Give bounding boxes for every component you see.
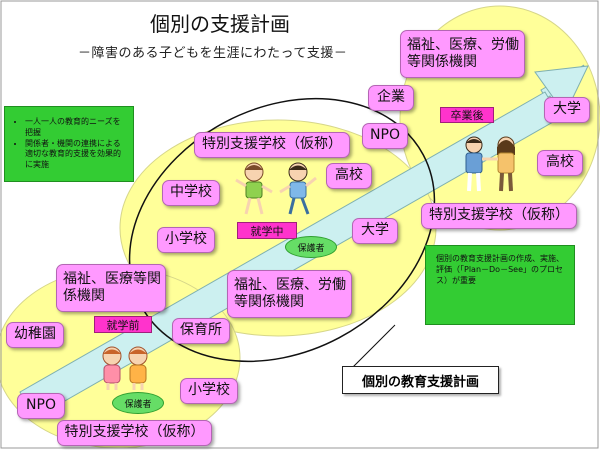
protector-label-school: 保護者 (285, 236, 337, 258)
box-post-highschool: 高校 (537, 150, 583, 176)
stage-label-school: 就学中 (237, 222, 297, 239)
protector-label-preschool: 保護者 (112, 392, 164, 414)
page-subtitle: －障害のある子どもを生涯にわたって支援－ (78, 46, 348, 61)
people-icon (465, 136, 515, 192)
box-post-welfare: 福祉、医療、労働等関係機関 (400, 30, 525, 78)
box-pre-elementary: 小学校 (180, 378, 238, 404)
box-mid-university: 大学 (352, 218, 398, 244)
children-icon (235, 162, 317, 215)
note-right-line1: 個別の教育支援計画の作成、実施、評価（「Plan－Do－See」のプロセス）が重… (436, 254, 564, 285)
box-pre-npo: NPO (17, 393, 65, 419)
box-mid-special-school: 特別支援学校（仮称） (194, 132, 350, 158)
box-pre-nursery: 保育所 (172, 318, 230, 344)
note-left: 一人一人の教育的ニーズを把握 関係者・機関の連携による適切な教育的支援を効果的に… (4, 106, 134, 182)
box-mid-juniorhigh: 中学校 (162, 180, 220, 206)
stage-label-postgrad: 卒業後 (440, 107, 494, 123)
lifetime-arrow-head (534, 65, 589, 115)
box-mid-elementary: 小学校 (157, 227, 215, 253)
toddlers-icon (102, 346, 148, 390)
page-title: 個別の支援計画 (150, 12, 290, 36)
box-post-npo: NPO (362, 123, 408, 149)
plan-label: 個別の教育支援計画 (342, 366, 499, 394)
box-post-special-school: 特別支援学校（仮称） (421, 203, 577, 229)
box-post-university: 大学 (544, 97, 590, 123)
note-left-line2: 関係者・機関の連携による適切な教育的支援を効果的に実施 (25, 139, 127, 171)
box-mid-welfare: 福祉、医療、労働等関係機関 (227, 270, 352, 318)
note-right: 個別の教育支援計画の作成、実施、評価（「Plan－Do－See」のプロセス）が重… (425, 245, 575, 325)
box-pre-kindergarten: 幼稚園 (6, 322, 64, 348)
stage-label-preschool: 就学前 (94, 316, 152, 333)
box-mid-highschool: 高校 (326, 163, 372, 189)
box-pre-welfare: 福祉、医療等関係機関 (56, 264, 166, 312)
box-post-company: 企業 (368, 85, 414, 111)
box-pre-special-school: 特別支援学校（仮称） (57, 420, 212, 446)
note-left-line1: 一人一人の教育的ニーズを把握 (25, 117, 127, 139)
